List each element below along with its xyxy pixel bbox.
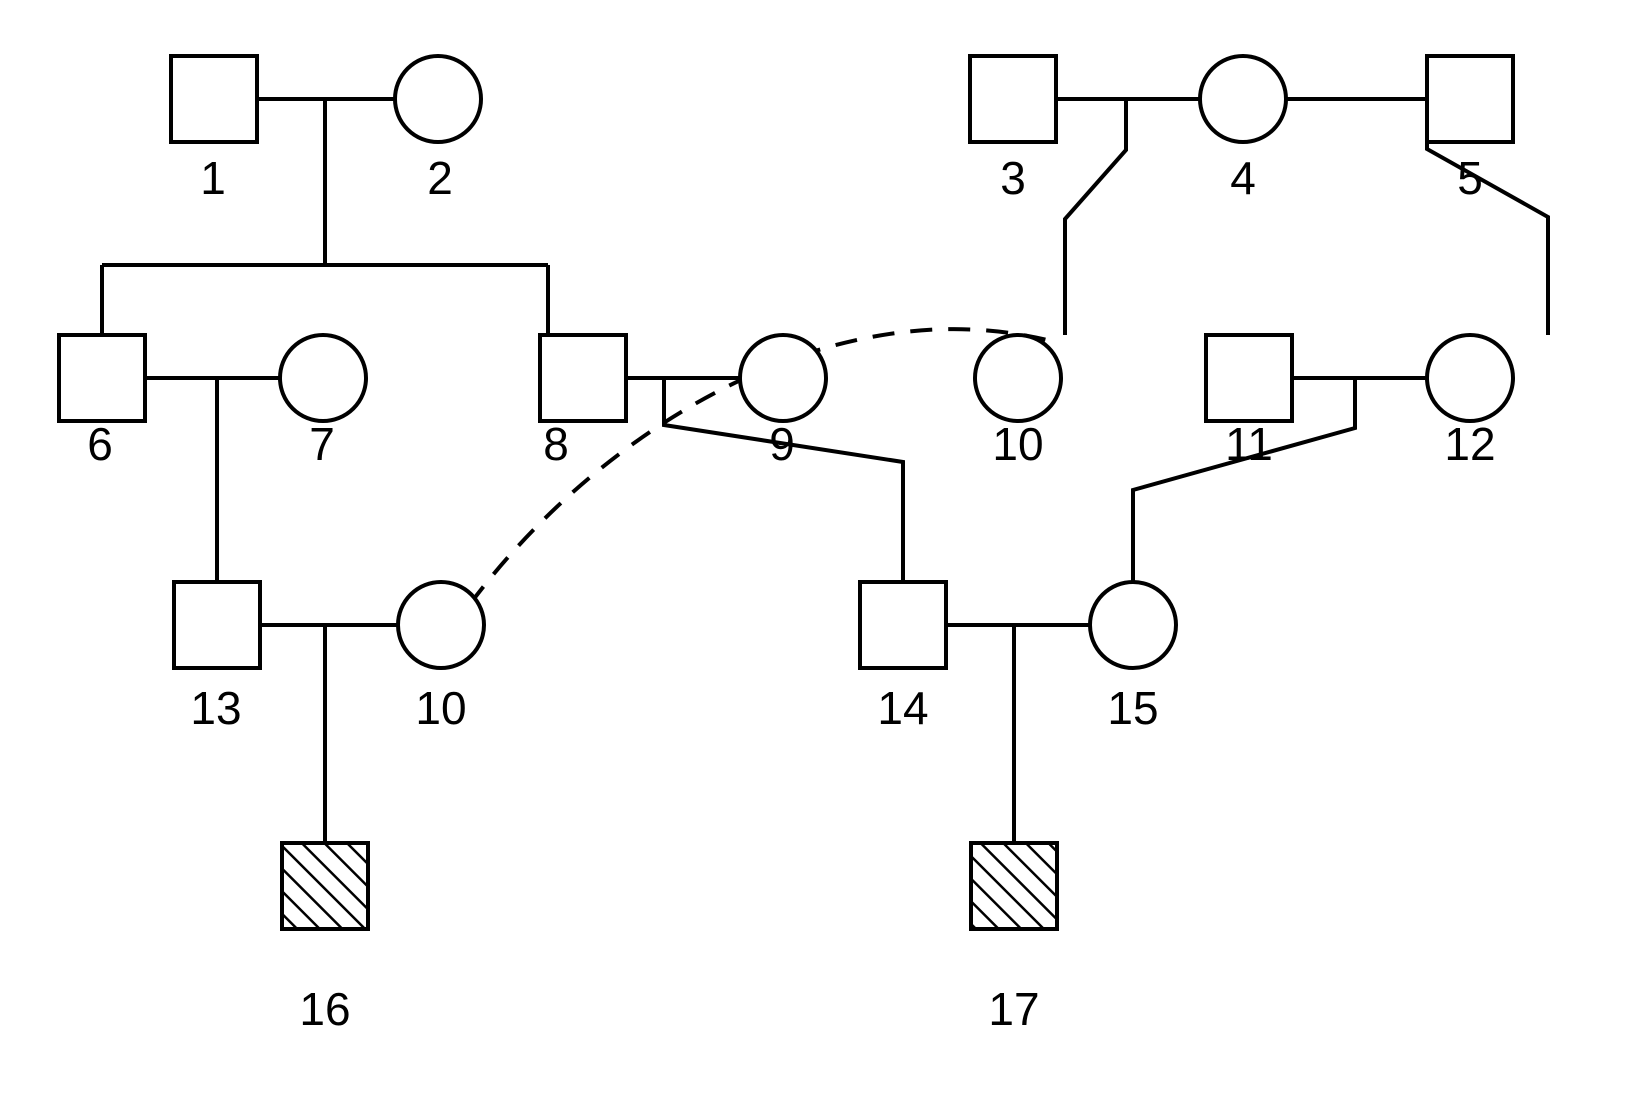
person-label-13: 13 <box>190 682 241 734</box>
person-label-10-bottom: 10 <box>415 682 466 734</box>
person-node-15[interactable] <box>1088 580 1178 670</box>
person-label-9: 9 <box>769 418 795 470</box>
union-11-12 <box>1131 376 1427 582</box>
person-label-4: 4 <box>1230 152 1256 204</box>
person-node-7[interactable] <box>278 333 368 423</box>
person-node-1[interactable] <box>169 54 259 144</box>
union-3-4 <box>1056 97 1200 335</box>
person-node-13[interactable] <box>172 580 262 670</box>
person-label-1: 1 <box>200 152 226 204</box>
dashed-same-person-link <box>468 327 1048 606</box>
person-node-3[interactable] <box>968 54 1058 144</box>
person-label-8: 8 <box>543 418 569 470</box>
person-label-10-top: 10 <box>992 418 1043 470</box>
descent-path-3-4 <box>1063 99 1128 335</box>
person-node-8[interactable] <box>538 333 628 423</box>
person-label-14: 14 <box>877 682 928 734</box>
union-8-9 <box>626 376 905 582</box>
person-node-12[interactable] <box>1425 333 1515 423</box>
person-label-15: 15 <box>1107 682 1158 734</box>
person-label-17: 17 <box>988 983 1039 1035</box>
person-label-7: 7 <box>309 418 335 470</box>
person-node-11[interactable] <box>1204 333 1294 423</box>
person-node-9[interactable] <box>738 333 828 423</box>
union-6-7 <box>145 376 280 582</box>
person-node-4[interactable] <box>1198 54 1288 144</box>
person-node-16[interactable] <box>280 841 370 931</box>
union-1-2 <box>100 97 550 335</box>
person-node-10-bottom[interactable] <box>396 580 486 670</box>
descent-path-11-12 <box>1131 378 1357 582</box>
person-node-17[interactable] <box>969 841 1059 931</box>
person-label-6: 6 <box>87 418 113 470</box>
person-node-2[interactable] <box>393 54 483 144</box>
union-13-10 <box>260 623 398 843</box>
person-label-2: 2 <box>427 152 453 204</box>
person-label-5: 5 <box>1457 152 1483 204</box>
person-node-14[interactable] <box>858 580 948 670</box>
person-node-10-top[interactable] <box>973 333 1063 423</box>
person-label-12: 12 <box>1444 418 1495 470</box>
descent-path-8-9 <box>662 378 905 582</box>
person-label-11: 11 <box>1225 418 1273 470</box>
person-node-6[interactable] <box>57 333 147 423</box>
union-14-15 <box>946 623 1090 843</box>
person-label-16: 16 <box>299 983 350 1035</box>
person-label-3: 3 <box>1000 152 1026 204</box>
person-node-5[interactable] <box>1425 54 1515 144</box>
